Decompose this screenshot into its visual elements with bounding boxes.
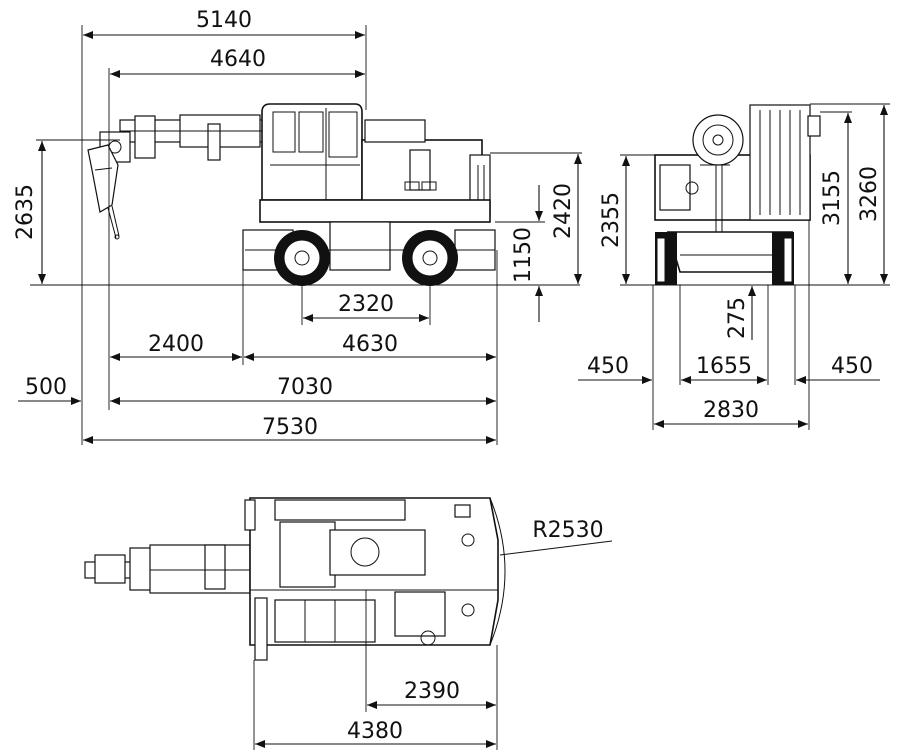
dim-4630: 4630	[342, 332, 398, 357]
dim-2420: 2420	[551, 183, 576, 239]
breaker-hammer	[87, 144, 120, 240]
radiator-grille	[759, 110, 801, 215]
dim-r2530: R2530	[532, 518, 603, 543]
dim-3260: 3260	[857, 166, 882, 222]
dim-2400: 2400	[148, 332, 204, 357]
dim-5140: 5140	[196, 8, 252, 33]
side-view	[30, 103, 580, 286]
dim-4640: 4640	[210, 47, 266, 72]
rear-wheel	[402, 230, 458, 286]
plan-dimensions: R2530 2390 4380	[253, 518, 613, 750]
dim-7030: 7030	[277, 375, 333, 400]
chassis	[242, 199, 496, 271]
dim-2635: 2635	[13, 184, 38, 240]
dim-450-right: 450	[831, 354, 873, 379]
dim-450-left: 450	[587, 354, 629, 379]
rear-view	[620, 104, 890, 286]
cab	[261, 103, 363, 201]
rear-dimensions: 2355 3155 3260 275 450 1655 450 2830	[578, 103, 890, 430]
dim-1655: 1655	[696, 354, 752, 379]
dim-1150: 1150	[511, 227, 536, 283]
front-wheel	[274, 230, 330, 286]
dim-275: 275	[725, 297, 750, 339]
boom-arm	[99, 114, 271, 163]
dim-2390: 2390	[404, 679, 460, 704]
dim-2830: 2830	[703, 398, 759, 423]
plan-view	[84, 497, 506, 661]
winch-drum	[692, 114, 744, 166]
dim-2355: 2355	[599, 192, 624, 248]
dim-4380: 4380	[347, 719, 403, 744]
dim-2320: 2320	[338, 292, 394, 317]
side-dimensions: 5140 4640 2635 2420 1150 2320 2400 4630 …	[13, 8, 582, 445]
dim-3155: 3155	[820, 170, 845, 226]
dim-7530: 7530	[262, 415, 318, 440]
dim-500: 500	[25, 375, 67, 400]
